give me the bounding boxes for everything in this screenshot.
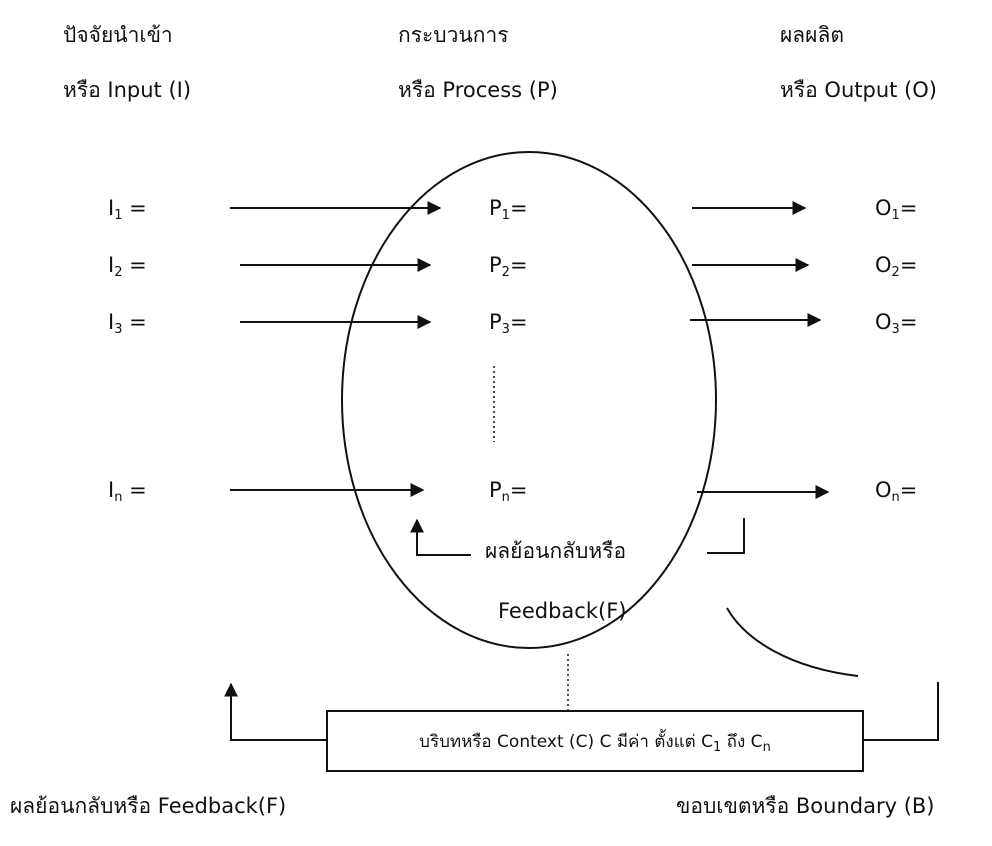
inner-feedback-label-line2: Feedback(F) <box>498 599 627 623</box>
output-label-1: O1= <box>875 196 918 223</box>
process-header-line1: กระบวนการ <box>398 23 509 47</box>
inner-feedback-label-line1: ผลย้อนกลับหรือ <box>485 539 627 563</box>
inner-feedback-arrow <box>410 518 471 556</box>
outer-feedback-arrow <box>224 682 326 741</box>
process-label-2: P2= <box>489 253 528 280</box>
output-label-n: On= <box>875 478 918 505</box>
outer-feedback-label: ผลย้อนกลับหรือ Feedback(F) <box>10 794 287 818</box>
input-label-1: I1 = <box>108 196 147 223</box>
input-label-2: I2 = <box>108 253 147 280</box>
context-box: บริบทหรือ Context (C) C มีค่า ตั้งแต่ C1… <box>326 710 864 772</box>
process-label-1: P1= <box>489 196 528 223</box>
context-right-line <box>864 682 939 741</box>
output-header-line2: หรือ Output (O) <box>780 78 937 102</box>
output-label-3: O3= <box>875 310 918 337</box>
process-header-line2: หรือ Process (P) <box>398 78 558 102</box>
boundary-pointer-curve <box>726 607 859 677</box>
process-label-3: P3= <box>489 310 528 337</box>
input-label-n: In = <box>108 478 147 505</box>
output-label-2: O2= <box>875 253 918 280</box>
system-boundary-circle <box>341 151 717 649</box>
input-header-line2: หรือ Input (I) <box>63 78 192 102</box>
input-header-line1: ปัจจัยนำเข้า <box>63 23 173 47</box>
inner-feedback-line <box>707 518 745 554</box>
input-label-3: I3 = <box>108 310 147 337</box>
process-label-n: Pn= <box>489 478 528 505</box>
output-header-line1: ผลผลิต <box>780 23 844 47</box>
boundary-label: ขอบเขตหรือ Boundary (B) <box>676 794 935 818</box>
context-box-label: บริบทหรือ Context (C) C มีค่า ตั้งแต่ C1… <box>419 731 771 755</box>
